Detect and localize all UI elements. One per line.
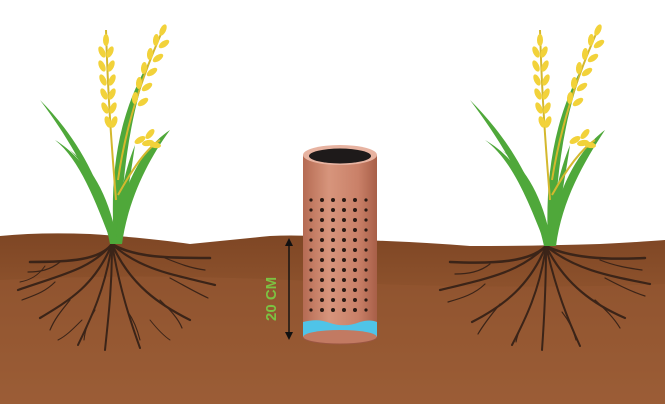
pipe-hole <box>353 298 357 302</box>
pipe-hole <box>353 268 357 272</box>
pipe-hole <box>309 248 313 252</box>
pipe-hole <box>342 258 346 262</box>
depth-arrow <box>285 238 293 340</box>
pipe-hole <box>342 308 346 312</box>
grains-right <box>532 24 605 149</box>
pipe-hole <box>309 288 313 292</box>
pipe-holes <box>309 198 368 312</box>
pipe-hole <box>331 208 335 212</box>
pipe-hole <box>364 228 368 232</box>
pipe-hole <box>309 278 313 282</box>
pipe-hole <box>320 298 324 302</box>
pipe-hole <box>353 208 357 212</box>
pipe-hole <box>353 198 357 202</box>
pipe-hole <box>364 278 368 282</box>
pipe-hole <box>309 208 313 212</box>
pipe-hole <box>331 248 335 252</box>
rice-plant-left <box>16 24 217 351</box>
pipe-hole <box>320 228 324 232</box>
pipe-hole <box>342 198 346 202</box>
pipe-hole <box>331 258 335 262</box>
pipe-hole <box>309 298 313 302</box>
pipe-hole <box>353 308 357 312</box>
leaves-right <box>470 60 605 246</box>
pipe-hole <box>342 278 346 282</box>
pipe-hole <box>320 258 324 262</box>
pipe-hole <box>342 218 346 222</box>
pipe-hole <box>320 268 324 272</box>
pipe-hole <box>342 228 346 232</box>
pipe-hole <box>353 258 357 262</box>
pipe-body <box>303 155 377 335</box>
pipe-hole <box>364 288 368 292</box>
grains-left <box>98 24 170 149</box>
pipe-hole <box>309 198 313 202</box>
pipe-hole <box>364 238 368 242</box>
pipe-hole <box>353 228 357 232</box>
pipe-hole <box>331 288 335 292</box>
pipe-hole <box>364 308 368 312</box>
pipe-hole <box>353 288 357 292</box>
rice-plant-right <box>438 24 652 351</box>
pipe-hole <box>353 218 357 222</box>
pipe-hole <box>320 288 324 292</box>
pipe-hole <box>364 198 368 202</box>
pipe-hole <box>331 308 335 312</box>
pipe-hole <box>353 238 357 242</box>
pipe-hole <box>331 298 335 302</box>
pipe-hole <box>364 298 368 302</box>
pipe-hole <box>309 268 313 272</box>
pipe-hole <box>331 268 335 272</box>
pipe-hole <box>331 278 335 282</box>
pipe-hole <box>309 218 313 222</box>
pipe-hole <box>309 238 313 242</box>
pipe-hole <box>320 208 324 212</box>
perforated-pipe <box>302 145 378 345</box>
pipe-hole <box>342 288 346 292</box>
pipe-hole <box>342 248 346 252</box>
pipe-hole <box>309 228 313 232</box>
pipe-hole <box>320 248 324 252</box>
pipe-opening <box>309 148 371 164</box>
pipe-hole <box>320 198 324 202</box>
pipe-hole <box>309 258 313 262</box>
pipe-hole <box>320 278 324 282</box>
pipe-hole <box>353 278 357 282</box>
pipe-hole <box>364 218 368 222</box>
pipe-hole <box>309 308 313 312</box>
roots-right <box>438 244 652 351</box>
leaves-left <box>40 60 170 244</box>
pipe-hole <box>364 208 368 212</box>
pipe-hole <box>331 218 335 222</box>
pipe-hole <box>320 308 324 312</box>
pipe-hole <box>320 238 324 242</box>
pipe-hole <box>320 218 324 222</box>
pipe-hole <box>364 248 368 252</box>
pipe-hole <box>364 258 368 262</box>
depth-label: 20 CM <box>263 277 280 321</box>
pipe-hole <box>342 268 346 272</box>
pipe-hole <box>331 198 335 202</box>
pipe-hole <box>331 228 335 232</box>
pipe-hole <box>331 238 335 242</box>
roots-left <box>16 242 217 351</box>
pipe-hole <box>342 298 346 302</box>
pipe-bottom <box>303 330 377 344</box>
pipe-hole <box>342 238 346 242</box>
pipe-hole <box>364 268 368 272</box>
pipe-hole <box>353 248 357 252</box>
pipe-hole <box>342 208 346 212</box>
